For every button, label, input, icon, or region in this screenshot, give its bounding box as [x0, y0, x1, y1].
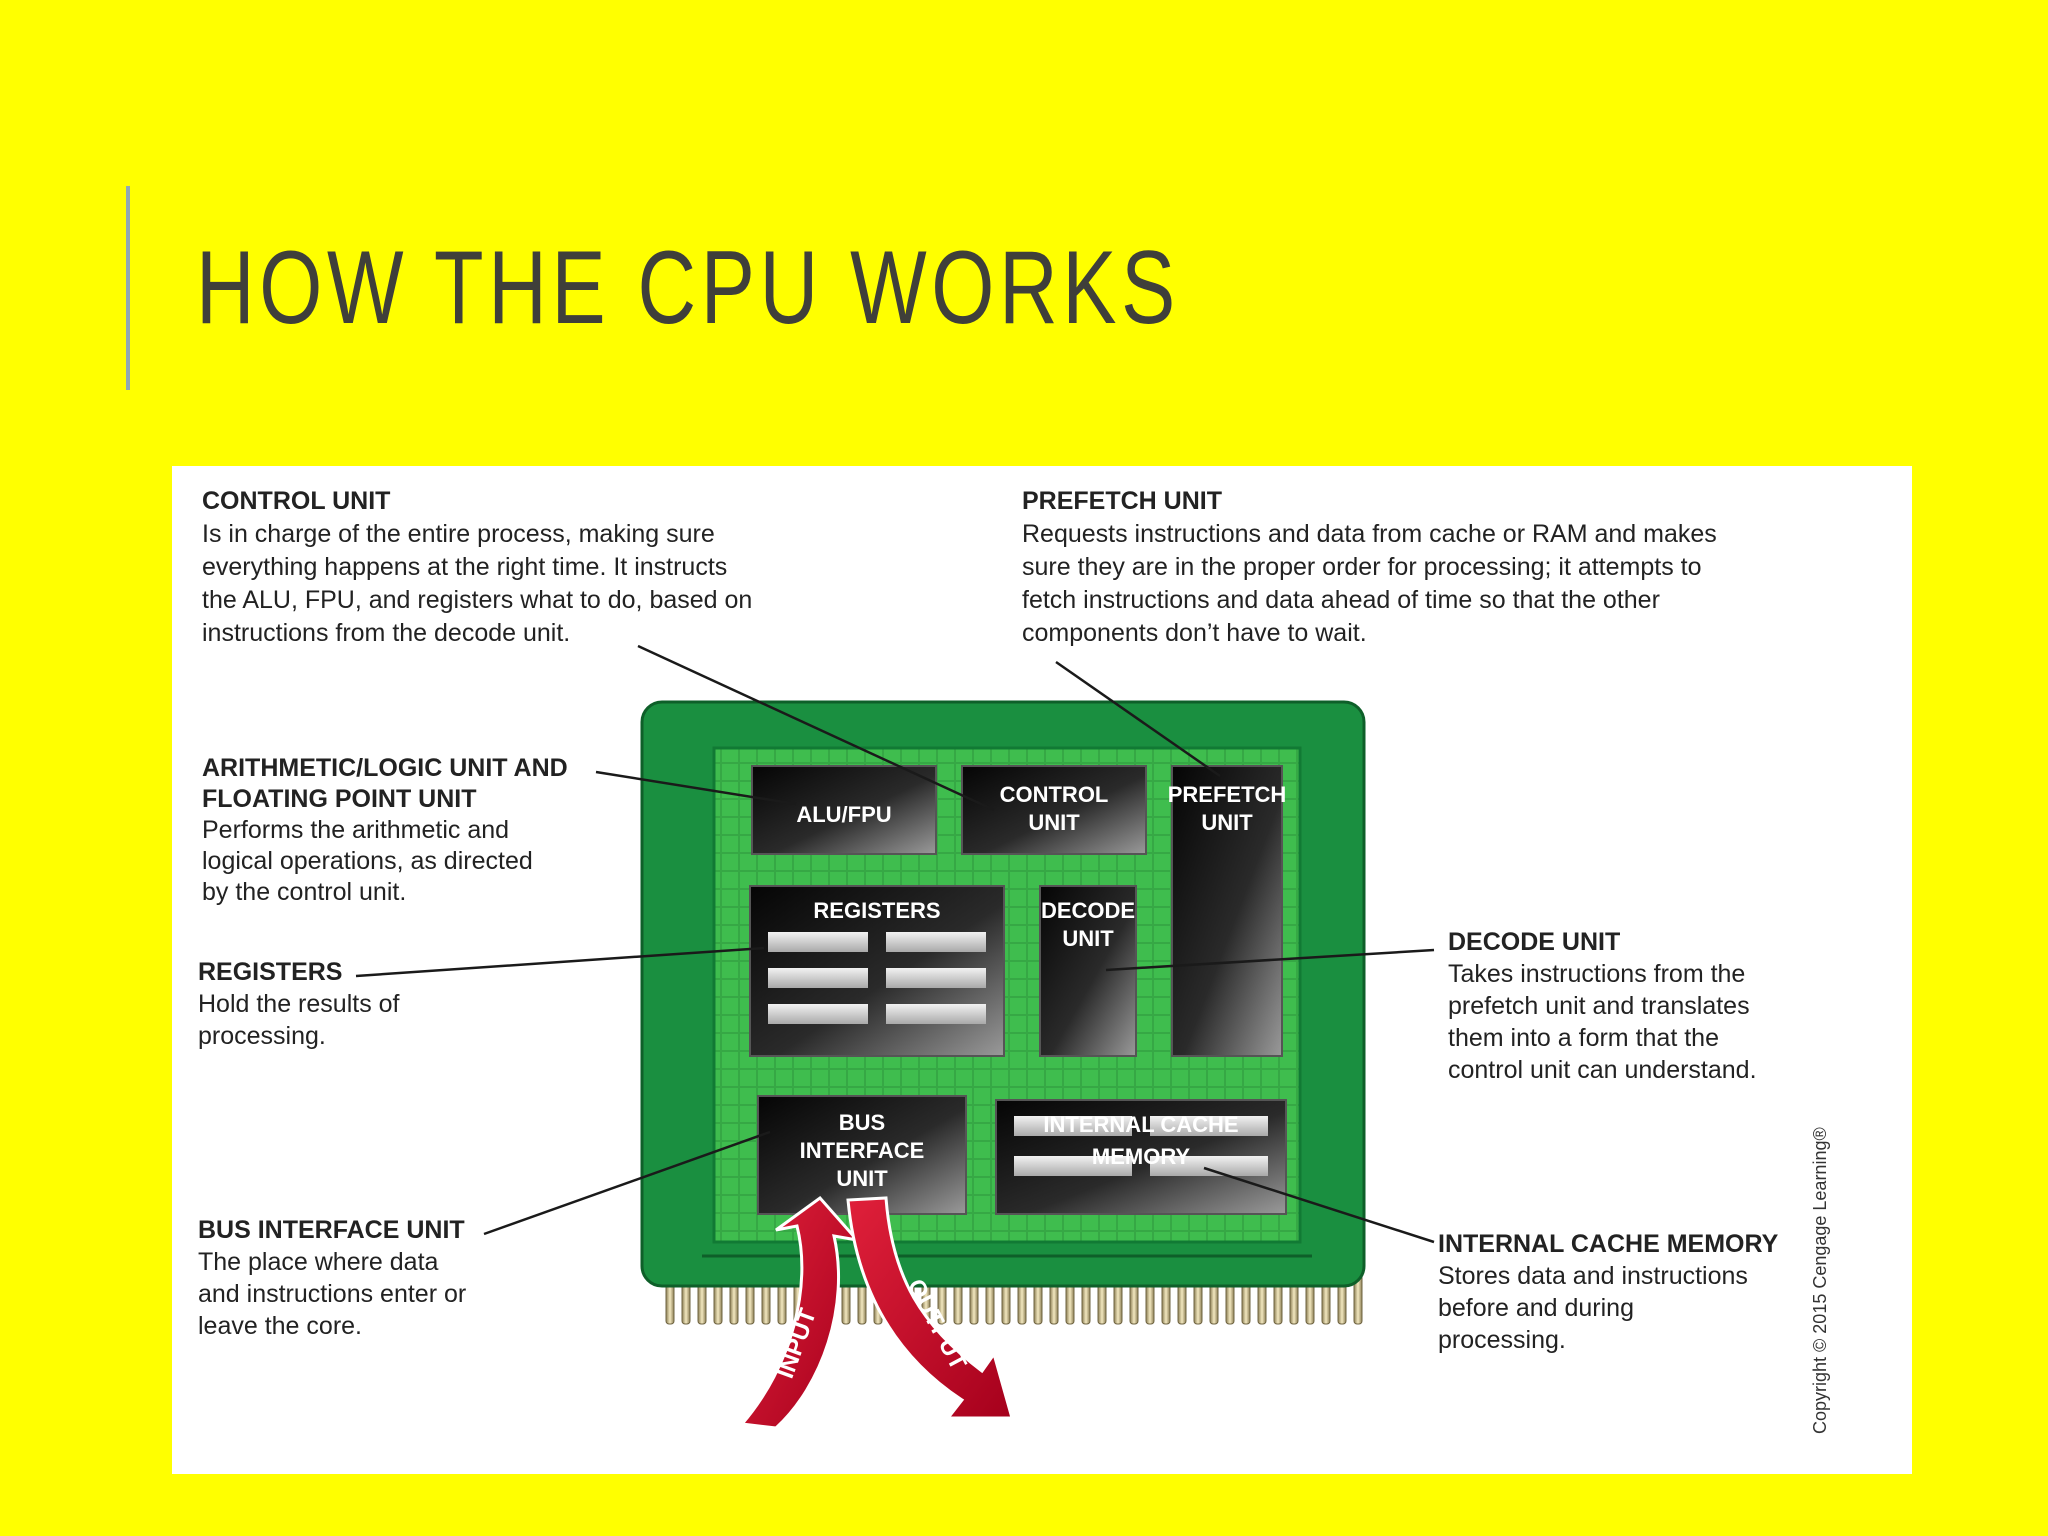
- decode-unit-chip: DECODE UNIT: [1039, 885, 1137, 1057]
- control-chip-label-2: UNIT: [1028, 810, 1080, 835]
- slide-title: HOW THE CPU WORKS: [196, 230, 1180, 346]
- callout-decode-heading: DECODE UNIT: [1448, 928, 1620, 956]
- alu-chip-label: ALU/FPU: [796, 802, 891, 827]
- control-unit-chip: CONTROL UNIT: [961, 765, 1147, 855]
- callout-registers-line-2: processing.: [198, 1022, 326, 1050]
- callout-bus-line-2: and instructions enter or: [198, 1280, 466, 1308]
- callout-alu-line-3: by the control unit.: [202, 878, 406, 906]
- prefetch-unit-chip: PREFETCH UNIT: [1168, 765, 1287, 1057]
- callout-decode-line-4: control unit can understand.: [1448, 1056, 1757, 1084]
- alu-fpu-chip: ALU/FPU: [751, 765, 937, 855]
- cache-chip-label-1: INTERNAL CACHE: [1043, 1112, 1238, 1137]
- cache-chip-label-2: MEMORY: [1092, 1144, 1191, 1169]
- callout-alu-fpu: ARITHMETIC/LOGIC UNIT AND FLOATING POINT…: [202, 754, 568, 906]
- callout-bus-interface-unit: BUS INTERFACE UNIT The place where data …: [198, 1216, 466, 1340]
- callout-cache-line-2: before and during: [1438, 1294, 1634, 1322]
- leader-lines: [355, 644, 1435, 1244]
- callout-cache-line-1: Stores data and instructions: [1438, 1262, 1748, 1290]
- callout-control-line-2: everything happens at the right time. It…: [202, 553, 727, 581]
- bus-interface-unit-chip: BUS INTERFACE UNIT: [757, 1095, 967, 1215]
- prefetch-chip-label-2: UNIT: [1201, 810, 1253, 835]
- callout-control-line-1: Is in charge of the entire process, maki…: [202, 520, 715, 548]
- callout-prefetch-unit: PREFETCH UNIT Requests instructions and …: [1022, 487, 1717, 647]
- callout-registers-line-1: Hold the results of: [198, 990, 400, 1018]
- callout-decode-unit: DECODE UNIT Takes instructions from the …: [1448, 928, 1757, 1084]
- cpu-diagram: ALU/FPU CONTROL UNIT PREFETCH UNIT REGIS…: [198, 487, 1830, 1434]
- cpu-diagram-panel: ALU/FPU CONTROL UNIT PREFETCH UNIT REGIS…: [172, 466, 1912, 1474]
- callout-alu-line-1: Performs the arithmetic and: [202, 816, 509, 844]
- callout-prefetch-line-2: sure they are in the proper order for pr…: [1022, 553, 1702, 581]
- copyright-notice: Copyright © 2015 Cengage Learning®: [1810, 1127, 1830, 1434]
- decode-chip-label-1: DECODE: [1041, 898, 1135, 923]
- callout-bus-line-3: leave the core.: [198, 1312, 362, 1340]
- callout-control-line-3: the ALU, FPU, and registers what to do, …: [202, 586, 752, 614]
- callout-decode-line-2: prefetch unit and translates: [1448, 992, 1750, 1020]
- callout-registers: REGISTERS Hold the results of processing…: [198, 958, 400, 1050]
- callout-alu-heading-1: ARITHMETIC/LOGIC UNIT AND: [202, 754, 568, 782]
- output-arrow: OUTPUT: [846, 1196, 1014, 1420]
- bus-chip-label-3: UNIT: [836, 1166, 888, 1191]
- registers-chip: REGISTERS: [749, 885, 1005, 1057]
- callout-prefetch-heading: PREFETCH UNIT: [1022, 487, 1222, 515]
- callout-control-heading: CONTROL UNIT: [202, 487, 390, 515]
- callout-prefetch-line-1: Requests instructions and data from cach…: [1022, 520, 1717, 548]
- registers-chip-label: REGISTERS: [813, 898, 940, 923]
- callout-control-unit: CONTROL UNIT Is in charge of the entire …: [202, 487, 752, 647]
- callout-alu-line-2: logical operations, as directed: [202, 847, 533, 875]
- internal-cache-chip: INTERNAL CACHE MEMORY: [995, 1099, 1287, 1215]
- bus-chip-label-1: BUS: [839, 1110, 885, 1135]
- callout-cache-line-3: processing.: [1438, 1326, 1566, 1354]
- prefetch-chip-label-1: PREFETCH: [1168, 782, 1287, 807]
- control-chip-label-1: CONTROL: [1000, 782, 1109, 807]
- callout-decode-line-3: them into a form that the: [1448, 1024, 1719, 1052]
- callout-decode-line-1: Takes instructions from the: [1448, 960, 1745, 988]
- title-accent-bar: [126, 186, 130, 390]
- callout-prefetch-line-4: components don’t have to wait.: [1022, 619, 1367, 647]
- callout-control-line-4: instructions from the decode unit.: [202, 619, 570, 647]
- decode-chip-label-2: UNIT: [1062, 926, 1114, 951]
- callout-internal-cache-memory: INTERNAL CACHE MEMORY Stores data and in…: [1438, 1230, 1779, 1354]
- callout-registers-heading: REGISTERS: [198, 958, 342, 986]
- callout-bus-heading: BUS INTERFACE UNIT: [198, 1216, 465, 1244]
- callout-cache-heading: INTERNAL CACHE MEMORY: [1438, 1230, 1779, 1258]
- callout-prefetch-line-3: fetch instructions and data ahead of tim…: [1022, 586, 1660, 614]
- callout-alu-heading-2: FLOATING POINT UNIT: [202, 785, 477, 813]
- callout-bus-line-1: The place where data: [198, 1248, 439, 1276]
- bus-chip-label-2: INTERFACE: [800, 1138, 925, 1163]
